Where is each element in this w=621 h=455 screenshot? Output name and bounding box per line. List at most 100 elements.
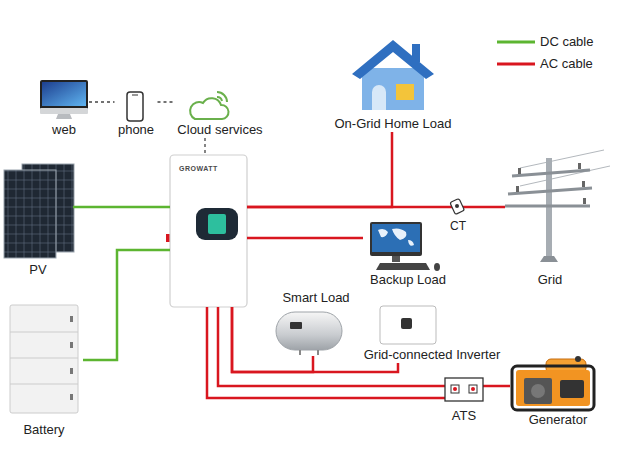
water-heater-icon [276,312,342,355]
ats-box [445,378,483,401]
phone-icon [127,92,143,121]
inverter-body [208,214,226,234]
monitor-icon [42,82,86,106]
backup-load: Backup Load [363,216,453,288]
cloud-icon [190,98,228,119]
grid-pole [508,188,592,194]
legend-text: AC cable [540,56,593,72]
ats-box [471,387,475,391]
house-icon [352,40,434,79]
node-label: On-Grid Home Load [334,116,451,132]
phone-icon [132,95,138,96]
node-label: Smart Load [282,290,349,306]
ct-clamp [450,198,465,214]
legend-lines [497,41,535,44]
battery-cabinet [70,342,73,348]
generator-icon [516,370,590,406]
battery-cabinet [10,332,78,333]
computer-icon [370,222,422,256]
battery-cabinet [70,316,73,322]
cloud-icon [217,97,222,101]
ac-cable [232,307,313,372]
cloud-services: Cloud services [174,90,266,138]
ac-cable [218,307,445,386]
battery-cabinet [10,384,78,385]
computer-icon [372,224,420,252]
ac-cable [247,132,392,207]
grid-pole [520,150,604,168]
grid: Grid [505,150,595,288]
grid-pole [583,198,586,204]
phone: phone [115,88,158,138]
house-icon [372,85,386,110]
monitor-icon [40,80,88,119]
house-icon [396,84,414,100]
node-label: Grid [538,272,563,288]
pv-panels [4,170,56,258]
ats-box [451,385,459,393]
grid-pole [512,170,590,176]
node-label: web [52,122,76,138]
node-label: Cloud services [177,122,262,138]
grid-connected-inverter-icon [401,318,412,329]
dc-cable [83,250,170,360]
grid-connected-inverter: Grid-connected Inverter [361,303,504,363]
data-link [158,101,175,102]
ac-cable [483,385,510,388]
computer-icon [434,263,440,271]
cloud-icon [217,92,227,102]
monitor-icon [40,80,88,110]
node-label: ATS [452,408,476,424]
generator-icon [560,380,584,398]
grid-connected-inverter-icon [380,306,436,344]
ats-box [453,387,457,391]
cloud-icon [190,92,228,119]
water-heater-icon [276,312,342,350]
computer-icon [370,222,440,271]
battery-cabinet [10,305,78,413]
ct-clamp [450,198,465,214]
pv-array: PV [3,160,73,278]
generator: Generator [510,355,606,428]
grid-pole [582,181,585,187]
monitor-icon [56,114,72,119]
web-monitor: web [39,76,89,138]
hybrid-inverter: GROWATT [170,155,247,307]
data-link [204,138,205,155]
grid-pole [520,166,610,186]
home-load: On-Grid Home Load [331,36,455,132]
node-label: GROWATT [179,164,218,173]
generator-icon [531,384,545,398]
inverter-body [170,155,247,307]
water-heater-icon [299,350,301,355]
phone-icon [127,92,143,121]
data-link [89,101,115,102]
node-label: Generator [529,412,588,428]
legend-lines [497,63,535,66]
ac-cable [247,237,363,240]
water-heater-icon [290,322,302,329]
generator-icon [512,356,594,410]
node-label: Grid-connected Inverter [364,347,501,363]
battery-cabinet [10,305,78,413]
ct-clamp [455,204,459,208]
legend-lines [497,42,535,64]
node-label: Backup Load [370,272,446,288]
component-label: CT [450,218,466,234]
ac-cable [232,307,398,372]
generator-icon [512,366,594,410]
grid-pole [505,150,610,262]
ats-box [445,378,483,401]
ats-box [469,385,477,393]
house-icon [362,68,424,110]
ac-cable [247,206,505,209]
generator-icon [575,356,581,362]
inverter-body [196,208,238,240]
dc-cable [73,206,170,209]
grid-pole [540,256,558,262]
